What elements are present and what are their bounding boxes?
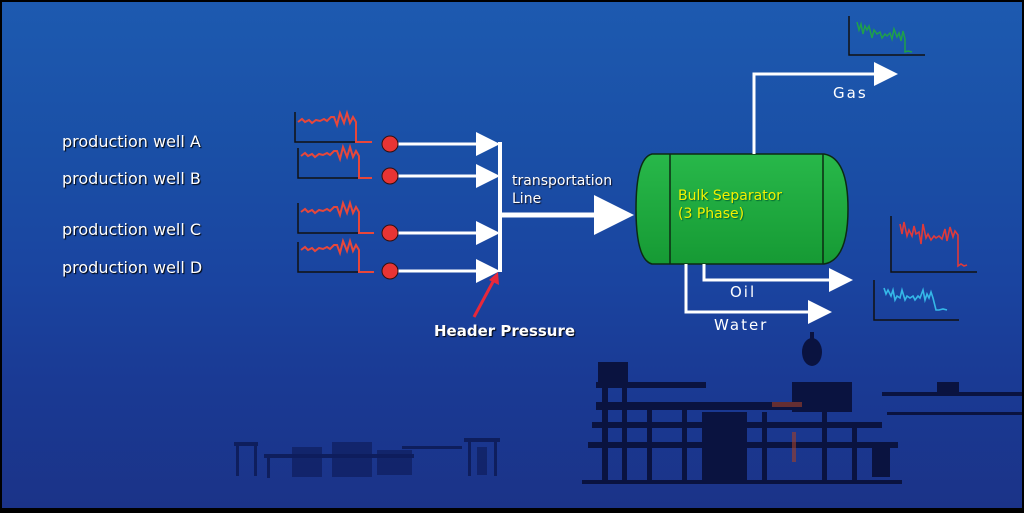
separator-label: Bulk Separator (3 Phase) (678, 187, 782, 223)
well-a-valve-icon (381, 135, 399, 153)
well-c-pressure-trend (297, 199, 374, 234)
well-d-valve-icon (381, 262, 399, 280)
header-pressure-pointer (472, 272, 499, 318)
water-flow-trend (873, 280, 959, 321)
well-a-label: production well A (62, 132, 201, 151)
well-a-pressure-trend (294, 109, 372, 143)
well-b-pressure-trend (297, 143, 372, 179)
well-c-label: production well C (62, 220, 202, 239)
separator-label-line2: (3 Phase) (678, 206, 745, 222)
gas-outlet-line (752, 62, 898, 154)
well-b-label: production well B (62, 169, 201, 188)
transportation-line-label: transportation Line (512, 172, 612, 208)
gas-label: Gas (833, 84, 868, 102)
well-d-pressure-trend (297, 237, 374, 273)
well-c-valve-icon (381, 224, 399, 242)
header-pressure-label: Header Pressure (434, 322, 576, 340)
well-b-valve-icon (381, 167, 399, 185)
transportation-label-line2: Line (512, 191, 542, 207)
gas-flow-trend (848, 16, 925, 56)
oil-flow-trend (890, 216, 977, 273)
well-d-label: production well D (62, 258, 203, 277)
water-outlet-line (684, 264, 832, 324)
oil-outlet-line (702, 264, 853, 292)
transportation-label-line1: transportation (512, 173, 613, 189)
oil-label: Oil (730, 283, 757, 301)
water-label: Water (714, 316, 769, 334)
separator-label-line1: Bulk Separator (678, 188, 783, 204)
bulk-separator-vessel (635, 153, 849, 265)
